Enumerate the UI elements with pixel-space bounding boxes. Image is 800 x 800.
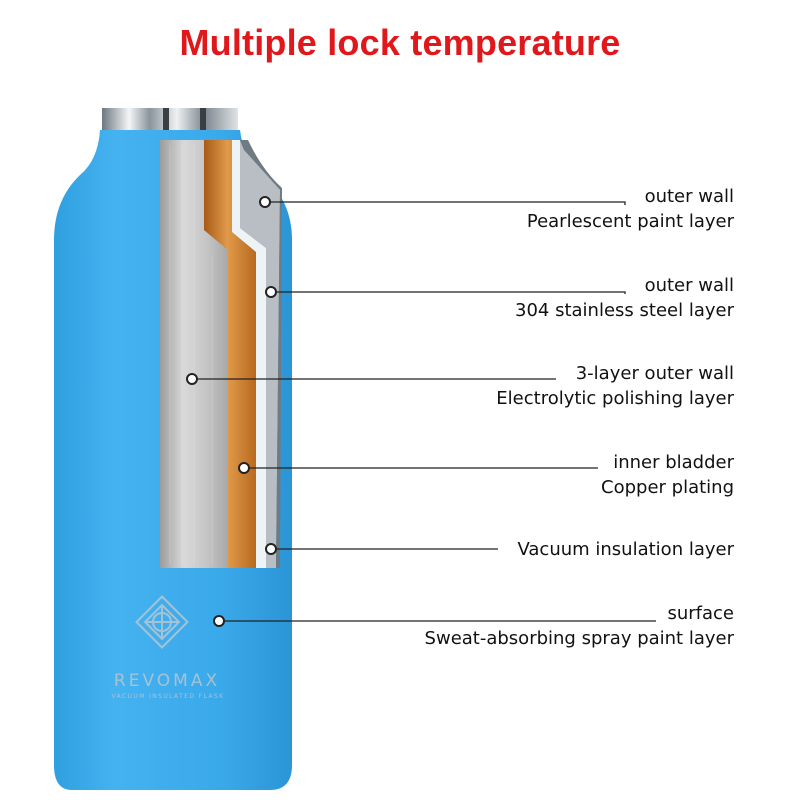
annotation-pearlescent-paint: outer wall Pearlescent paint layer [527,184,734,234]
annotation-line1: inner bladder [613,452,734,473]
annotation-line1: surface [667,603,734,624]
revomax-logo-icon [135,595,189,649]
marker-dot-electrolytic [186,373,198,385]
annotation-line1: 3-layer outer wall [575,363,734,384]
annotation-line2: Sweat-absorbing spray paint layer [424,628,734,649]
marker-dot-304-steel [265,286,277,298]
cap-stripe-1 [163,108,169,140]
annotation-copper-plating: inner bladder Copper plating [601,450,734,500]
leader-lines [192,201,656,622]
annotation-electrolytic-polishing: 3-layer outer wall Electrolytic polishin… [496,361,734,411]
outer-steel-wall [240,140,280,568]
outer-paint-shell [240,140,282,568]
page-title: Multiple lock temperature [179,22,621,63]
annotation-304-steel: outer wall 304 stainless steel layer [515,273,734,323]
annotation-line1: outer wall [644,275,734,296]
annotation-line2: Pearlescent paint layer [526,211,734,232]
marker-dot-copper [238,462,250,474]
annotation-line2: 304 stainless steel layer [515,300,734,321]
cap-stripe-2 [200,108,206,140]
marker-dot-pearlescent [259,196,271,208]
annotation-line2: Electrolytic polishing layer [496,388,734,409]
copper-plating-layer [204,140,256,568]
annotation-vacuum-insulation: Vacuum insulation layer [517,537,734,562]
brand-name: REVOMAX [113,671,221,691]
marker-dot-vacuum [265,543,277,555]
annotation-sweat-absorbing-paint: surface Sweat-absorbing spray paint laye… [425,601,734,651]
annotation-line2: Copper plating [601,477,734,498]
vacuum-gap [232,140,266,568]
inner-steel-layer [160,140,228,568]
brand-tagline: VACUUM INSULATED FLASK [111,693,225,700]
marker-dots [186,196,277,627]
annotation-line1: outer wall [644,186,734,207]
marker-dot-surface [213,615,225,627]
annotation-line1: Vacuum insulation layer [517,539,734,560]
steel-texture [169,145,213,565]
